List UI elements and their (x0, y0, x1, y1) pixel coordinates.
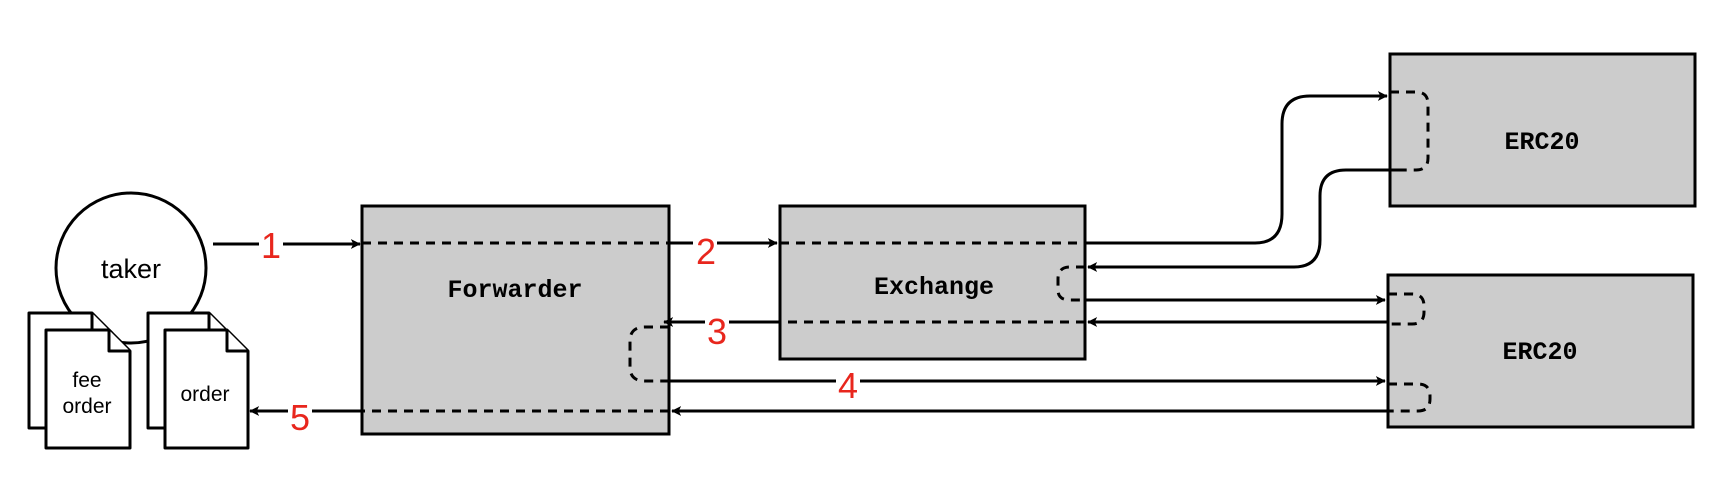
svg-text:2: 2 (696, 231, 716, 272)
taker-node: taker (54, 191, 208, 345)
fee-order-document-icon: fee order (27, 311, 132, 450)
exchange-dashed-loop (1056, 265, 1085, 302)
erc20-bottom-dashed-loop-2 (1388, 382, 1432, 413)
svg-text:1: 1 (261, 225, 281, 266)
step-label-4: 4 (836, 365, 860, 406)
step-label-2: 2 (693, 228, 717, 272)
erc20-bottom-label: ERC20 (1502, 338, 1577, 367)
order-label: order (180, 383, 229, 406)
erc20-top-box: ERC20 (1388, 52, 1697, 208)
svg-text:3: 3 (707, 311, 727, 352)
order-document-icon: order (146, 311, 250, 450)
erc20-top-dashed-loop (1390, 90, 1430, 172)
fee-order-label-line1: fee (72, 369, 101, 392)
erc20-top-label: ERC20 (1504, 128, 1579, 157)
taker-label: taker (101, 254, 161, 284)
arrow-exchange-to-erc20-top (1085, 91, 1388, 245)
forwarder-label: Forwarder (447, 276, 582, 305)
arrow-erc20-top-to-exchange (1087, 168, 1398, 272)
fee-order-label-line2: order (62, 395, 111, 418)
svg-text:4: 4 (838, 365, 858, 406)
exchange-label: Exchange (874, 273, 994, 302)
forwarder-box: Forwarder (360, 204, 671, 436)
step-label-3: 3 (705, 310, 729, 352)
exchange-box: Exchange (778, 204, 1087, 361)
step-label-5: 5 (288, 397, 312, 438)
erc20-bottom-box: ERC20 (1386, 273, 1695, 429)
svg-text:5: 5 (290, 397, 310, 438)
step-label-1: 1 (259, 225, 283, 266)
